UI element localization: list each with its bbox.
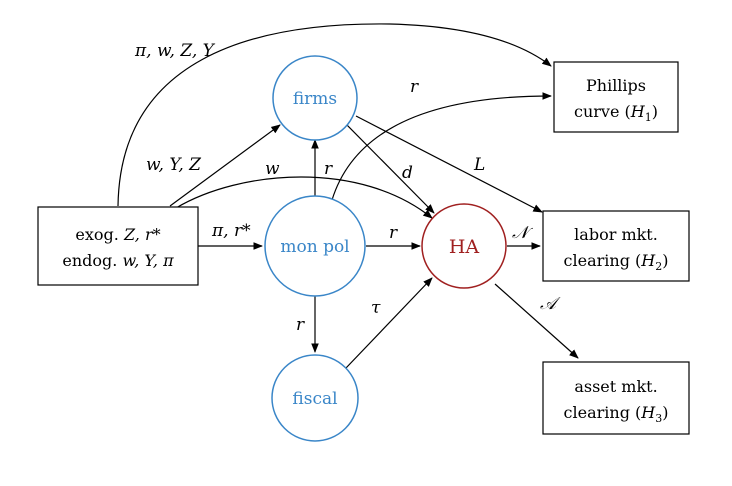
node-firms-label: firms [293,89,337,109]
node-fiscal: fiscal [271,354,359,442]
edge-ha-to-asset [494,283,579,359]
edge-fiscal-to-ha [345,277,433,369]
edge-exog-to-phillips [117,23,552,207]
edge-label-top-arc: π, w, Z, Y [134,41,216,61]
node-monpol: mon pol [264,195,366,297]
box-phillips-line1: Phillips [586,76,646,95]
node-firms: firms [272,55,358,141]
box-exog-line1: exog. Z, r* [75,225,160,244]
edge-firms-to-ha [343,121,435,214]
edge-monpol-to-phillips [331,92,552,201]
edge-label-monpol-to-fiscal: r [296,315,305,335]
box-labor-line1: labor mkt. [574,225,658,244]
box-asset-line2: clearing (H3) [564,403,669,425]
box-exog-line2: endog. w, Y, π [62,251,174,270]
box-asset: asset mkt. clearing (H3) [542,361,690,435]
node-ha: HA [421,203,507,289]
box-labor-line2: clearing (H2) [564,251,669,273]
edge-label-to-firms: w, Y, Z [146,155,202,175]
edge-label-to-monpol: π, r* [211,221,251,241]
node-monpol-label: mon pol [280,237,349,257]
box-asset-line1: asset mkt. [574,377,657,396]
edge-label-firms-to-ha: d [402,163,413,183]
box-labor: labor mkt. clearing (H2) [542,210,690,282]
edge-firms-to-labor [355,115,543,213]
box-phillips-line2: curve (H1) [574,102,658,124]
edge-label-monpol-to-phillips: r [410,77,419,97]
node-ha-label: HA [449,236,480,258]
edge-label-fiscal-to-ha: τ [371,298,381,318]
node-fiscal-label: fiscal [292,389,337,409]
edge-label-firms-to-labor: L [473,155,485,175]
edge-exog-w-to-ha [175,176,433,219]
edge-label-w: w [265,159,280,179]
box-exog-endog: exog. Z, r* endog. w, Y, π [37,206,199,286]
edge-label-ha-to-labor: 𝒩 [512,223,534,243]
edge-exog-to-firms [169,124,281,207]
edge-label-monpol-to-firms: r [324,159,333,179]
edge-label-ha-to-asset: 𝒜 [540,294,561,314]
box-phillips: Phillips curve (H1) [553,61,679,133]
edge-label-monpol-to-ha: r [389,223,398,243]
